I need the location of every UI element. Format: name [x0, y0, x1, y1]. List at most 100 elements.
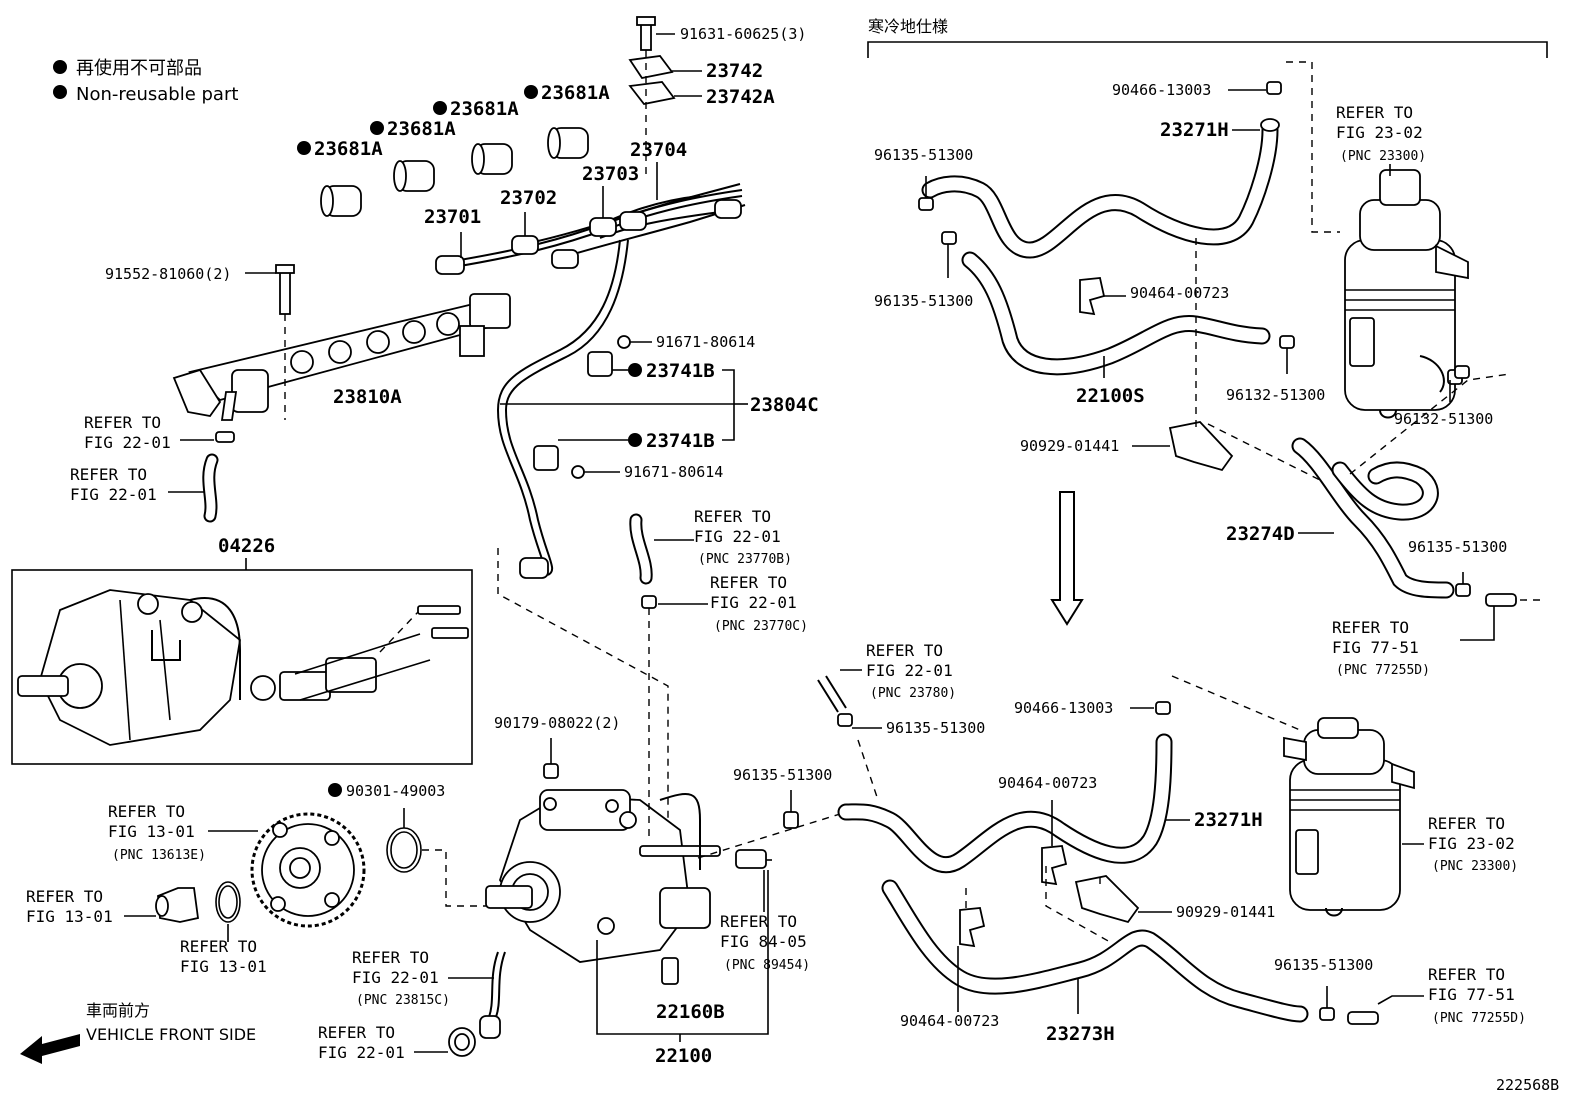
svg-text:REFER TO: REFER TO: [70, 465, 147, 484]
refer-fig13-01-c: REFER TO FIG 13-01: [180, 924, 267, 976]
arrow-down-icon: [1050, 491, 1084, 626]
part-96135-51300-c: 96135-51300: [1408, 538, 1507, 556]
svg-text:FIG 22-01: FIG 22-01: [866, 661, 953, 680]
supply-pump-subkit-box: 04226: [11, 535, 473, 765]
svg-text:REFER TO: REFER TO: [352, 948, 429, 967]
part-23810A: 23810A: [333, 386, 402, 408]
supply-pump: 90179-08022(2) 22100 22160B 96135-51300: [485, 548, 841, 1067]
part-23271H-top: 23271H: [1160, 119, 1229, 141]
svg-text:(PNC 89454): (PNC 89454): [724, 958, 810, 973]
part-23804C: 23804C: [750, 394, 819, 416]
svg-text:REFER TO: REFER TO: [108, 802, 185, 821]
legend: 再使用不可部品 Non-reusable part: [53, 58, 238, 105]
part-91671-80614-b: 91671-80614: [624, 463, 723, 481]
non-reusable-dot-icon: [53, 60, 67, 74]
svg-text:(PNC 23300): (PNC 23300): [1432, 859, 1518, 874]
part-90301-49003: 90301-49003: [346, 782, 445, 800]
svg-text:REFER TO: REFER TO: [1336, 103, 1413, 122]
part-90464-00723-c: 90464-00723: [900, 1012, 999, 1030]
part-90179-08022: 90179-08022(2): [494, 714, 620, 732]
part-23703: 23703: [582, 163, 639, 185]
refer-fig22-01-d: REFER TO FIG 22-01 (PNC 23770C): [641, 573, 808, 840]
svg-text:FIG 22-01: FIG 22-01: [710, 593, 797, 612]
part-96132-51300-a: 96132-51300: [1226, 386, 1325, 404]
part-91671-80614-a: 91671-80614: [656, 333, 755, 351]
part-23274D: 23274D: [1226, 523, 1295, 545]
injector-seals: 23681A 23681A 23681A 23681A: [297, 82, 610, 217]
svg-text:(PNC 23815C): (PNC 23815C): [356, 993, 450, 1008]
part-96135-51300-a: 96135-51300: [874, 146, 973, 164]
refer-fig13-01-a: REFER TO FIG 13-01 (PNC 13613E): [108, 802, 258, 863]
refer-fig22-01-g: REFER TO FIG 22-01: [318, 1023, 476, 1062]
svg-text:(PNC 23770B): (PNC 23770B): [698, 552, 792, 567]
part-90929-01441-top: 90929-01441: [1020, 437, 1119, 455]
part-90464-00723-b: 90464-00723: [998, 774, 1097, 792]
seal-ring: [320, 185, 362, 217]
part-23681A-2: 23681A: [387, 118, 456, 140]
svg-text:(PNC 23780): (PNC 23780): [870, 686, 956, 701]
part-96132-51300-b: 96132-51300: [1394, 410, 1493, 428]
part-96135-51300-b: 96135-51300: [874, 292, 973, 310]
svg-text:REFER TO: REFER TO: [318, 1023, 395, 1042]
legend-english: Non-reusable part: [76, 84, 238, 105]
part-23702: 23702: [500, 187, 557, 209]
seal-ring: [393, 160, 435, 192]
part-23273H: 23273H: [1046, 1023, 1115, 1045]
svg-text:REFER TO: REFER TO: [720, 912, 797, 931]
svg-text:REFER TO: REFER TO: [180, 937, 257, 956]
part-23681A-4: 23681A: [541, 82, 610, 104]
seal-ring: [471, 143, 513, 175]
part-96135-51300-e: 96135-51300: [1274, 956, 1373, 974]
svg-text:(PNC 77255D): (PNC 77255D): [1432, 1011, 1526, 1026]
svg-text:(PNC 77255D): (PNC 77255D): [1336, 663, 1430, 678]
refer-fig22-01-f: REFER TO FIG 22-01 (PNC 23815C): [352, 948, 506, 1039]
figure-id: 222568B: [1496, 1076, 1559, 1094]
part-23742A: 23742A: [706, 86, 775, 108]
injection-pipes: 23701 23702 23703 23704: [424, 139, 746, 579]
svg-text:FIG 22-01: FIG 22-01: [318, 1043, 405, 1062]
vehicle-front-indicator: 車両前方 VEHICLE FRONT SIDE: [20, 1001, 256, 1064]
svg-text:VEHICLE FRONT SIDE: VEHICLE FRONT SIDE: [86, 1025, 256, 1044]
svg-text:FIG 77-51: FIG 77-51: [1332, 638, 1419, 657]
svg-text:(PNC 23300): (PNC 23300): [1340, 149, 1426, 164]
svg-text:REFER TO: REFER TO: [710, 573, 787, 592]
part-23701: 23701: [424, 206, 481, 228]
refer-fig22-01-b: REFER TO FIG 22-01: [70, 453, 219, 523]
clamp-upper: [628, 55, 674, 80]
refer-fig22-01-c: REFER TO FIG 22-01 (PNC 23770B): [629, 507, 792, 585]
part-90929-01441-bot: 90929-01441: [1176, 903, 1275, 921]
part-23741B-b: 23741B: [646, 430, 715, 452]
svg-text:REFER TO: REFER TO: [1428, 814, 1505, 833]
svg-text:FIG 22-01: FIG 22-01: [352, 968, 439, 987]
svg-text:FIG 13-01: FIG 13-01: [26, 907, 113, 926]
svg-text:REFER TO: REFER TO: [694, 507, 771, 526]
svg-text:FIG 22-01: FIG 22-01: [70, 485, 157, 504]
part-23681A-3: 23681A: [450, 98, 519, 120]
arrow-left-icon: [20, 1034, 80, 1064]
cold-region-label: 寒冷地仕様: [868, 17, 948, 36]
svg-text:REFER TO: REFER TO: [1332, 618, 1409, 637]
refer-fig13-01-b: REFER TO FIG 13-01: [26, 887, 156, 926]
cold-region-fuel-filter-upper: 90466-13003 REFER TO FIG 23-02 (PNC 2330…: [874, 61, 1545, 678]
svg-text:REFER TO: REFER TO: [1428, 965, 1505, 984]
svg-text:FIG 22-01: FIG 22-01: [694, 527, 781, 546]
part-96135-51300-mid: 96135-51300: [733, 766, 832, 784]
part-04226: 04226: [218, 535, 275, 557]
svg-text:FIG 23-02: FIG 23-02: [1428, 834, 1515, 853]
part-22100: 22100: [655, 1045, 712, 1067]
part-23741B-a: 23741B: [646, 360, 715, 382]
svg-text:REFER TO: REFER TO: [866, 641, 943, 660]
part-23271H-bot: 23271H: [1194, 809, 1263, 831]
svg-text:車両前方: 車両前方: [86, 1001, 150, 1020]
refer-fig84-05: REFER TO FIG 84-05 (PNC 89454): [720, 870, 810, 973]
part-91552-81060: 91552-81060(2): [105, 265, 231, 283]
injection-pipe-clamps: 91631-60625(3) 23742 23742A: [628, 16, 806, 180]
svg-text:FIG 77-51: FIG 77-51: [1428, 985, 1515, 1004]
legend-japanese: 再使用不可部品: [76, 58, 202, 79]
part-23681A-1: 23681A: [314, 138, 383, 160]
svg-text:REFER TO: REFER TO: [26, 887, 103, 906]
part-96135-51300-b2: 96135-51300: [886, 719, 985, 737]
refer-fig22-01-a: REFER TO FIG 22-01: [84, 413, 235, 452]
svg-text:(PNC 13613E): (PNC 13613E): [112, 848, 206, 863]
